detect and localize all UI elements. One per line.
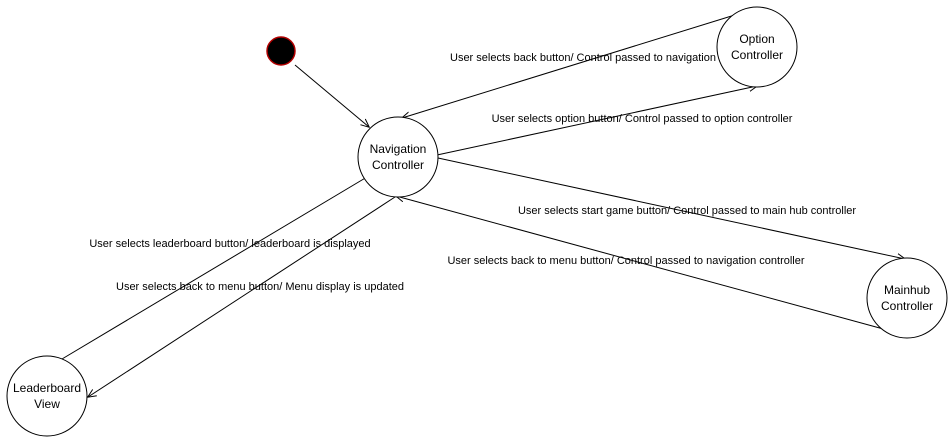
navigation-controller-circle (357, 116, 439, 198)
navigation-controller-label-line1: Navigation (370, 142, 427, 156)
edge-label-back-from-mainhub: User selects back to menu button/ Contro… (447, 255, 804, 267)
mainhub-controller-label-line1: Mainhub (884, 283, 930, 297)
edge-label-back-from-option: User selects back button/ Control passed… (450, 52, 716, 64)
leaderboard-view-circle (6, 355, 88, 437)
mainhub-controller-circle (866, 257, 948, 339)
option-to-navigation-arrow (402, 13, 739, 118)
mainhub-controller-label-line2: Controller (881, 299, 933, 313)
option-controller-circle (716, 6, 798, 88)
navigation-to-option-arrow (436, 86, 757, 156)
navigation-to-mainhub-arrow (437, 157, 905, 259)
node-option-controller: Option Controller (716, 6, 798, 88)
leaderboard-view-label-line1: Leaderboard (13, 381, 81, 395)
option-controller-label-line1: Option (739, 32, 774, 46)
edges (61, 13, 905, 397)
navigation-controller-label-line2: Controller (372, 158, 424, 172)
edge-label-back-from-leaderboard: User selects back to menu button/ Menu d… (116, 281, 404, 293)
mainhub-to-navigation-arrow (396, 196, 888, 331)
node-mainhub-controller: Mainhub Controller (866, 257, 948, 339)
leaderboard-view-label-line2: View (34, 397, 60, 411)
initial-state-dot (266, 36, 296, 66)
edge-label-to-mainhub: User selects start game button/ Control … (518, 205, 856, 217)
edge-labels: User selects back button/ Control passed… (89, 52, 856, 293)
leaderboard-to-navigation-arrow (61, 174, 372, 360)
edge-label-to-option: User selects option button/ Control pass… (492, 113, 793, 125)
navigation-to-leaderboard-arrow (88, 196, 396, 397)
initial-transition-arrow (294, 64, 369, 127)
option-controller-label-line2: Controller (731, 48, 783, 62)
edge-label-to-leaderboard: User selects leaderboard button/ leaderb… (89, 238, 370, 250)
node-navigation-controller: Navigation Controller (357, 116, 439, 198)
node-leaderboard-view: Leaderboard View (6, 355, 88, 437)
